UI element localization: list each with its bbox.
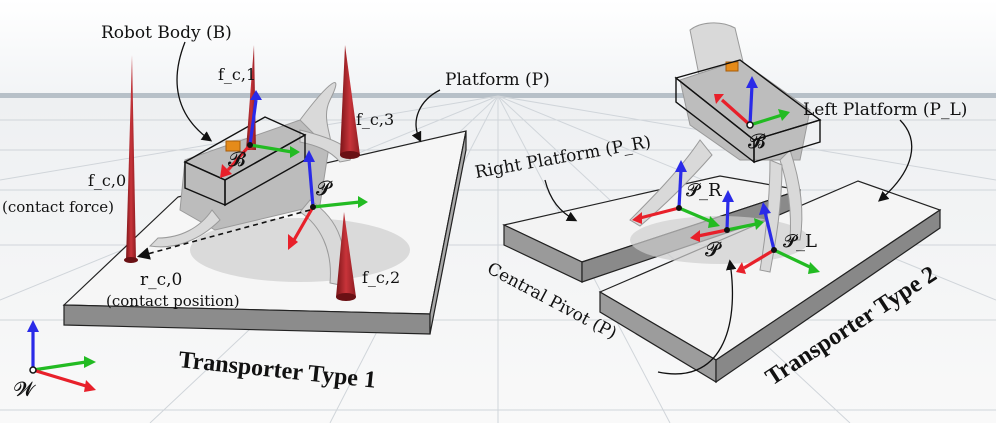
label-frame-w: 𝓦 [14, 377, 37, 401]
robot1-shadow [190, 218, 410, 282]
platform-left-side [715, 208, 941, 384]
frame-pl-axes [736, 202, 820, 274]
world-frame-axes [27, 320, 96, 392]
force-cone-fc0-base [124, 257, 138, 263]
robot-body-box-2 [674, 59, 822, 164]
sky [0, 0, 996, 96]
platform-pointer [411, 89, 441, 143]
label-frame-pr: 𝓟_R [686, 180, 722, 201]
frame-pr-axes [632, 160, 720, 228]
force-cone-fc3 [340, 45, 360, 155]
platform-type1-side [429, 130, 467, 335]
contact-position-arrow [136, 209, 311, 260]
left-platform-pointer [878, 119, 913, 202]
frame-p-axes-2 [690, 190, 764, 242]
label-fc3: f_c,3 [356, 110, 394, 129]
force-cone-fc2 [336, 212, 356, 297]
force-cone-fc3-base [340, 151, 360, 159]
label-frame-b-2: 𝓑 [748, 129, 766, 153]
label-fc2: f_c,2 [362, 268, 400, 287]
label-robot-body: Robot Body (B) [101, 23, 232, 43]
label-rc0: r_c,0 [140, 270, 182, 290]
label-frame-p-2: 𝓟 [705, 237, 722, 261]
robot2 [629, 22, 811, 273]
label-frame-pl: 𝓟_L [783, 231, 817, 252]
frame-b-axes-2 [714, 76, 790, 129]
frame-b-axes-1 [220, 90, 300, 178]
label-fc1: f_c,1 [218, 65, 256, 84]
central-pivot-pointer [657, 259, 737, 375]
robot-body-pointer [176, 41, 213, 142]
force-cone-fc0 [126, 55, 136, 260]
frame-p-axes-1 [288, 150, 368, 250]
label-frame-p-1: 𝓟 [316, 176, 333, 200]
label-platform: Platform (P) [445, 70, 550, 90]
label-contact-force: (contact force) [2, 198, 114, 216]
force-cone-fc2-base [336, 293, 356, 301]
label-left-platform: Left Platform (P_L) [803, 100, 967, 120]
label-contact-position: (contact position) [106, 292, 240, 310]
label-frame-b-1: 𝓑 [228, 147, 246, 171]
label-fc0: f_c,0 [88, 171, 126, 190]
right-platform-pointer [544, 179, 578, 222]
horizon-line [0, 93, 996, 98]
